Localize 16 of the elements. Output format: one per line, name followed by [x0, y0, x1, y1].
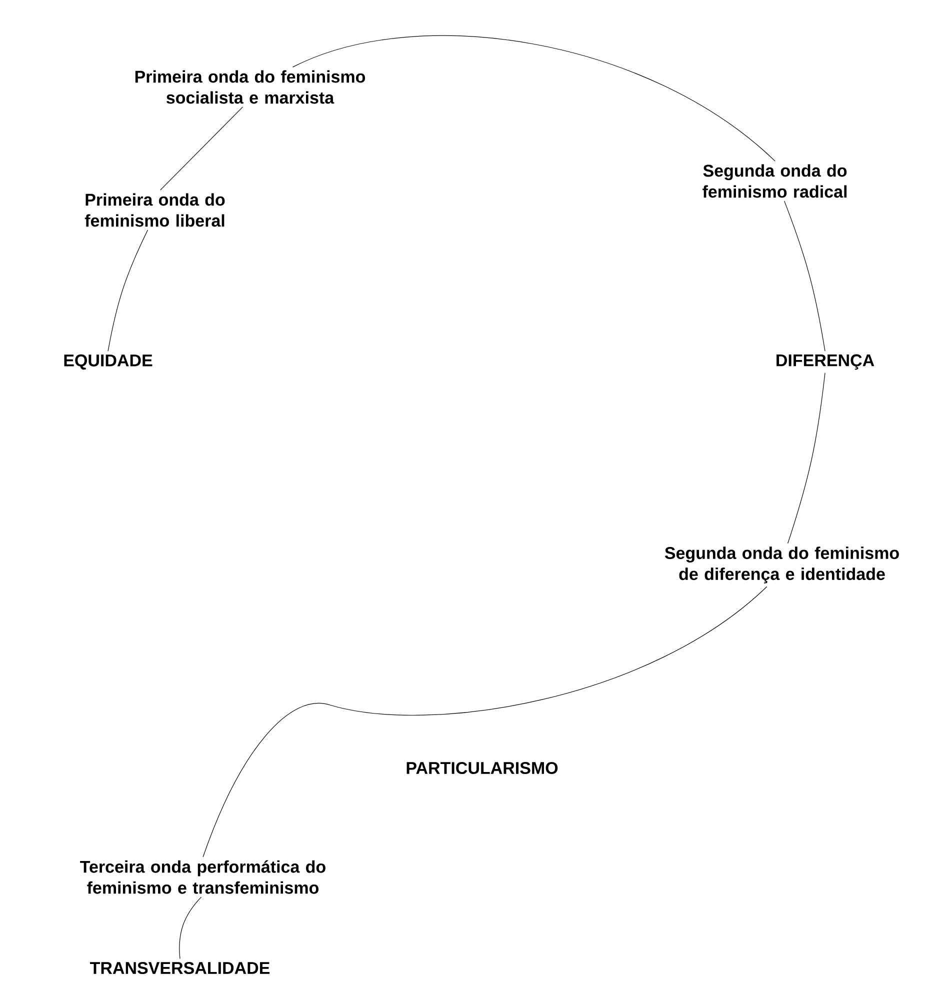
curve-line — [179, 896, 202, 960]
category-text: EQUIDADE — [64, 354, 152, 370]
category-text: PARTICULARISMO — [406, 762, 558, 774]
curve-line — [788, 372, 826, 544]
theme-text: Terceira onda performática do feminismo e transfeminismo — [80, 860, 326, 894]
curve-line — [160, 106, 244, 190]
category-text: DIFERENÇA — [776, 354, 874, 370]
theme-text: Primeira onda do feminismo liberal — [84, 193, 225, 227]
curve-line — [108, 230, 148, 352]
theme-text: Segunda onda do feminismo radical — [702, 164, 847, 198]
curve-line — [202, 586, 768, 858]
theme-text: Primeira onda do feminismo socialista e marxista — [135, 70, 366, 104]
category-text: TRANSVERSALIDADE — [90, 962, 270, 974]
theme-text: Segunda onda do feminismo de diferença e identidade — [664, 546, 899, 584]
curve-line — [292, 35, 776, 162]
curve-line — [784, 200, 826, 352]
